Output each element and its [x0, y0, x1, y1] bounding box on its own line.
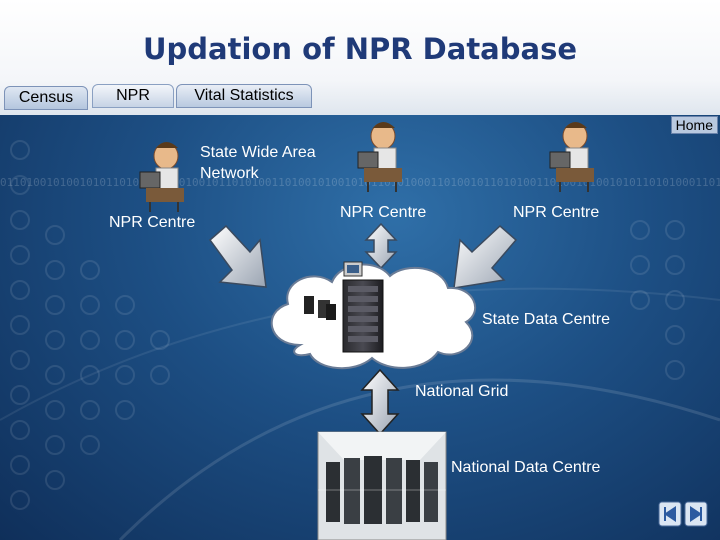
- tab-vital-statistics[interactable]: Vital Statistics: [176, 84, 312, 108]
- slide-title: Updation of NPR Database: [142, 32, 578, 66]
- previous-slide-button[interactable]: [659, 502, 681, 526]
- state-data-centre-label: State Data Centre: [482, 311, 611, 328]
- data-centre-photo: [317, 431, 447, 540]
- operator-icon-mid: [357, 122, 402, 192]
- arrow-down-right-icon: [208, 224, 267, 288]
- home-button[interactable]: Home: [670, 116, 718, 134]
- next-slide-button[interactable]: [685, 502, 707, 526]
- tab-npr[interactable]: NPR: [92, 84, 174, 108]
- national-data-centre-label: National Data Centre: [451, 459, 601, 476]
- double-arrow-vertical-icon: [364, 222, 398, 270]
- arrow-down-left-icon: [453, 224, 518, 289]
- npr-centre-left-label: NPR Centre: [109, 214, 196, 231]
- operator-icon-left: [139, 142, 184, 212]
- npr-centre-mid-label: NPR Centre: [340, 204, 427, 221]
- tab-census[interactable]: Census: [4, 86, 88, 110]
- national-grid-arrow-icon: [360, 368, 400, 436]
- binary-strip: 0110100101001010110101000110100101101010…: [0, 178, 720, 189]
- national-grid-label: National Grid: [415, 383, 509, 400]
- npr-centre-right-label: NPR Centre: [513, 204, 600, 221]
- swan-label: State Wide Area Network: [200, 144, 316, 182]
- operator-icon-right: [549, 122, 594, 192]
- nav-buttons: [658, 501, 708, 527]
- server-rack-icon: [304, 261, 384, 353]
